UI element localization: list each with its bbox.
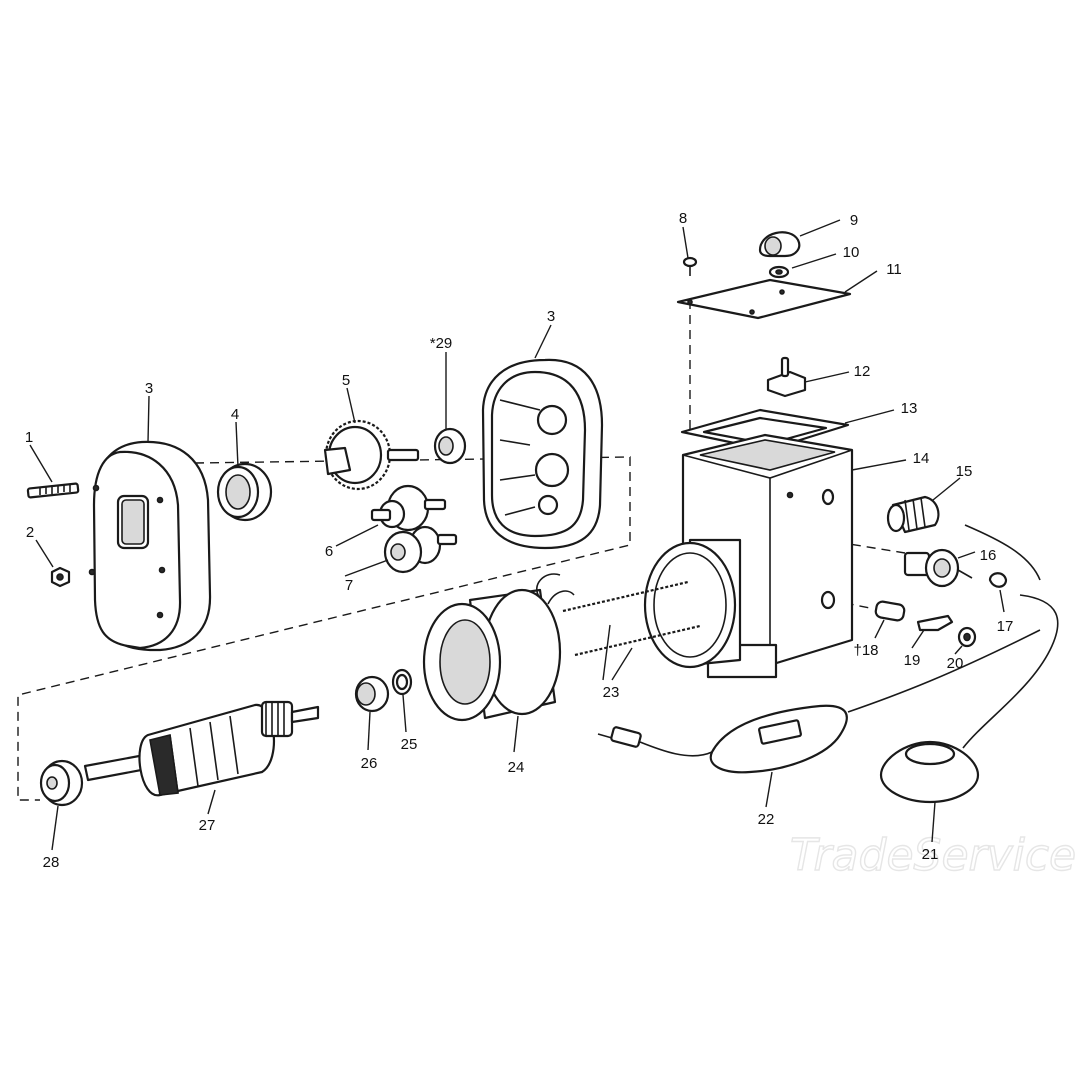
part-28-bearing [39,759,84,807]
callout-15: 15 [956,463,973,480]
part-25-washer [391,668,413,696]
part-3-gear-housing [481,358,604,550]
part-15-brush-holder [886,495,940,534]
callout-4: 4 [231,406,239,423]
callout-18: †18 [853,642,878,659]
part-24-field-stator [422,573,575,722]
part-19-brush-spring [916,614,954,632]
callout-14: 14 [913,450,930,467]
callout-11: 11 [886,261,902,278]
callout-13: 13 [901,400,918,417]
callout-1: 1 [25,429,33,446]
part-5-main-gear [323,419,420,491]
callout-21: 21 [922,846,939,863]
callout-3-cover: 3 [145,380,153,397]
callout-labels: 1 2 3 4 5 6 7 8 9 10 11 12 13 14 15 16 1… [25,210,1014,871]
callout-20: 20 [947,655,964,672]
callout-3-housing: 3 [547,308,555,325]
callout-26: 26 [361,755,378,772]
callout-29: *29 [430,335,453,352]
callout-25: 25 [401,736,418,753]
part-16-switch [903,548,973,588]
part-23-through-bolts [562,580,701,657]
watermark-text: TradeService [790,830,1076,881]
callout-leaders [29,219,1005,851]
part-14-motor-tube [643,538,742,669]
part-7-pinion-gear [383,525,458,574]
callout-5: 5 [342,372,350,389]
part-20-washer [957,626,977,648]
callout-2: 2 [26,524,34,541]
part-2-nut [50,566,71,588]
part-4-bearing [216,462,273,522]
callout-24: 24 [508,759,525,776]
callout-12: 12 [854,363,871,380]
callout-17: 17 [997,618,1014,635]
callout-10: 10 [843,244,860,261]
part-29-bearing [433,427,467,465]
callout-22: 22 [758,811,775,828]
callout-8: 8 [679,210,687,227]
callout-19: 19 [904,652,921,669]
callout-7: 7 [345,577,353,594]
callout-28: 28 [43,854,60,871]
part-22-cord-control [597,524,1041,774]
part-11-cover-plate [676,278,852,320]
part-18-brush [874,600,906,622]
part-21-foot-pedal [879,594,1059,804]
callout-9: 9 [850,212,858,229]
part-8-screw [682,256,698,276]
part-9-knob [758,231,801,258]
part-12-switch-lever [766,356,807,398]
part-10-washer [768,265,790,279]
part-6-intermediate-gear [370,484,447,532]
part-17-clamp [988,572,1008,588]
part-1-screw [26,482,80,499]
part-3-gear-case-cover [88,440,212,652]
part-26-bearing [354,675,390,713]
callout-6: 6 [325,543,333,560]
callout-27: 27 [199,817,216,834]
part-27-armature [83,700,320,797]
callout-23: 23 [603,684,620,701]
callout-16: 16 [980,547,997,564]
